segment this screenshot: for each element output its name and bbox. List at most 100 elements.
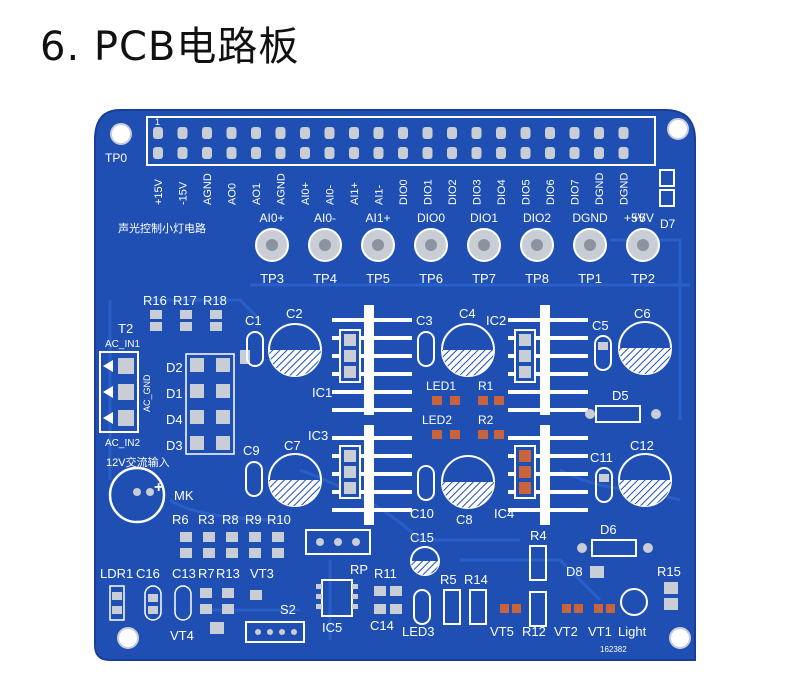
board-subtitle: 声光控制小灯电路: [118, 221, 206, 235]
tp-name-label: TP8: [525, 271, 549, 286]
label-ldr1: LDR1: [100, 566, 133, 581]
label-r11: R11: [374, 566, 397, 581]
bottom-left-pads: [109, 585, 262, 621]
header-pin1-label: 1: [155, 117, 160, 127]
label-r8: R8: [222, 512, 239, 527]
d6-pad-right: [643, 543, 653, 553]
header-pin: [324, 127, 335, 139]
led2-r2-pads: [432, 430, 504, 439]
test-point-hole: [425, 239, 437, 251]
top-pin-label: DIO5: [521, 179, 533, 205]
label-r6: R6: [172, 512, 189, 527]
header-pin: [153, 127, 163, 139]
pin-header-outline: [146, 116, 656, 166]
header-pin: [422, 147, 433, 159]
test-points: AI0+TP3AI0-TP4AI1+TP5DIO0TP6DIO1TP7DIO2T…: [255, 211, 660, 286]
label-r18: R18: [203, 293, 227, 308]
label-vt5: VT5: [490, 624, 514, 639]
cap-c9: [245, 461, 263, 497]
label-ic3: IC3: [308, 428, 328, 443]
label-ic4: IC4: [494, 506, 514, 521]
label-c16: C16: [136, 566, 160, 581]
label-ac-in2: AC_IN2: [105, 438, 140, 449]
header-pin: [447, 127, 457, 139]
label-r16: R16: [143, 293, 167, 308]
label-c9: C9: [243, 443, 260, 458]
label-r3: R3: [198, 512, 215, 527]
test-point-hole: [584, 239, 596, 251]
top-pin-label: DGND: [594, 173, 606, 205]
label-r7: R7: [198, 566, 215, 581]
cap-c5: [594, 335, 612, 371]
label-c1: C1: [245, 313, 262, 328]
test-point-hole: [531, 239, 543, 251]
top-pin-label: AO0: [227, 183, 239, 205]
label-c8: C8: [456, 512, 473, 527]
label-led2: LED2: [422, 413, 452, 427]
label-r15: R15: [657, 564, 681, 579]
tp-name-label: TP1: [578, 271, 602, 286]
label-ac-input: 12V交流输入: [106, 455, 170, 469]
label-ic2: IC2: [486, 313, 506, 328]
header-pin: [251, 147, 261, 159]
terminal-t2: [99, 351, 139, 433]
label-light: Light: [618, 624, 647, 639]
tp-signal-label: AI0-: [314, 211, 336, 225]
test-point-hole: [637, 239, 649, 251]
header-pin: [471, 127, 482, 139]
label-vt3: VT3: [250, 566, 274, 581]
top-pin-label: DIO1: [423, 179, 435, 205]
right-pin-label-5v: +5V: [624, 211, 646, 225]
label-r5: R5: [440, 572, 457, 587]
label-d1: D1: [166, 386, 183, 401]
diode-d5: [595, 405, 641, 423]
ic4-pads: [519, 450, 531, 494]
tp-signal-label: AI0+: [259, 211, 284, 225]
d7-pad-2: [659, 189, 675, 207]
tp-name-label: TP3: [260, 271, 284, 286]
header-pin: [471, 147, 482, 159]
header-pin: [324, 147, 335, 159]
top-pin-label: -15V: [178, 181, 190, 205]
bridge-diode-pads: [190, 358, 230, 450]
d2-pad-side: [240, 350, 250, 364]
label-d2: D2: [166, 360, 183, 375]
heatsink-ic3: [332, 425, 412, 525]
d5-pad-right: [651, 409, 661, 419]
cap-c15-hatch: [411, 561, 439, 575]
label-ic5: IC5: [322, 620, 342, 635]
tp0-label: TP0: [105, 151, 127, 165]
label-t2: T2: [118, 321, 133, 336]
header-pin: [422, 127, 433, 139]
header-pin: [398, 127, 408, 139]
vt4-pad: [210, 622, 224, 634]
r11-pads: [374, 586, 402, 614]
top-pin-label: AGND: [202, 173, 214, 205]
label-r9: R9: [245, 512, 262, 527]
top-pin-label: DIO4: [496, 179, 508, 205]
label-d8: D8: [566, 564, 583, 579]
header-pin: [545, 147, 555, 159]
heatsink-ic4: [508, 425, 588, 525]
diode-d6: [591, 539, 637, 557]
label-rp: RP: [350, 562, 368, 577]
tp-signal-label: AI1+: [365, 211, 390, 225]
header-pin: [177, 147, 188, 159]
label-r14: R14: [464, 572, 488, 587]
test-point-hole: [478, 239, 490, 251]
ic1-pads: [344, 334, 356, 378]
cap-c1: [246, 331, 264, 367]
tp-name-label: TP6: [419, 271, 443, 286]
header-pin: [226, 127, 237, 139]
top-pin-label: AI0+: [300, 182, 312, 205]
header-pin: [569, 147, 580, 159]
mounting-hole-top-right: [667, 118, 689, 140]
label-vt4: VT4: [170, 628, 194, 643]
top-pin-label: +15V: [153, 178, 165, 205]
d8-pad: [590, 566, 604, 578]
vt2-vt1-pads: [562, 604, 615, 613]
cap-c2-hatch: [269, 350, 321, 376]
header-pin: [398, 147, 408, 159]
label-led1: LED1: [426, 379, 456, 393]
